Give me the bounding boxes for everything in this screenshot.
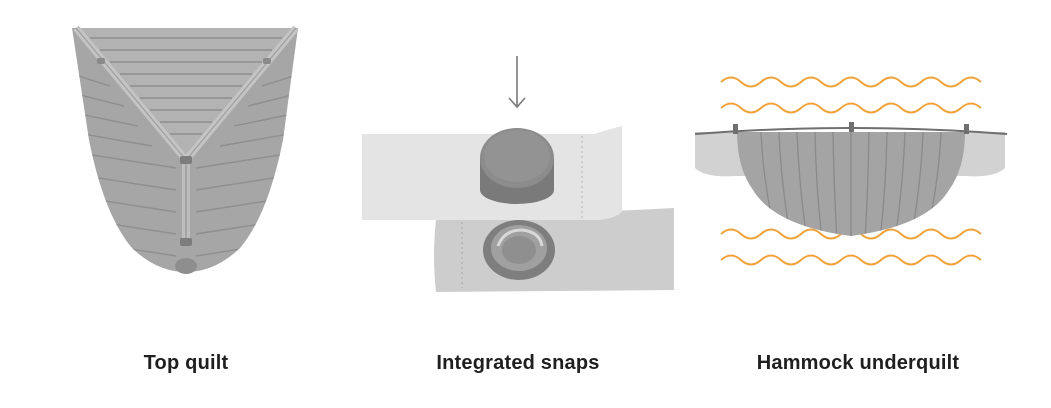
integrated-snaps-caption: Integrated snaps [436,352,600,374]
integrated-snaps-panel: Integrated snaps [332,0,704,408]
hammock-underquilt-caption: Hammock underquilt [756,352,960,374]
integrated-snaps-illustration [362,56,674,292]
down-arrow-icon [508,56,526,109]
top-quilt-illustration [72,25,299,274]
top-quilt-panel: Top quilt [0,0,372,408]
hammock-underquilt-illustration [694,76,1008,266]
top-quilt-caption: Top quilt [143,352,229,374]
hammock-underquilt-panel: Hammock underquilt [665,0,1051,408]
